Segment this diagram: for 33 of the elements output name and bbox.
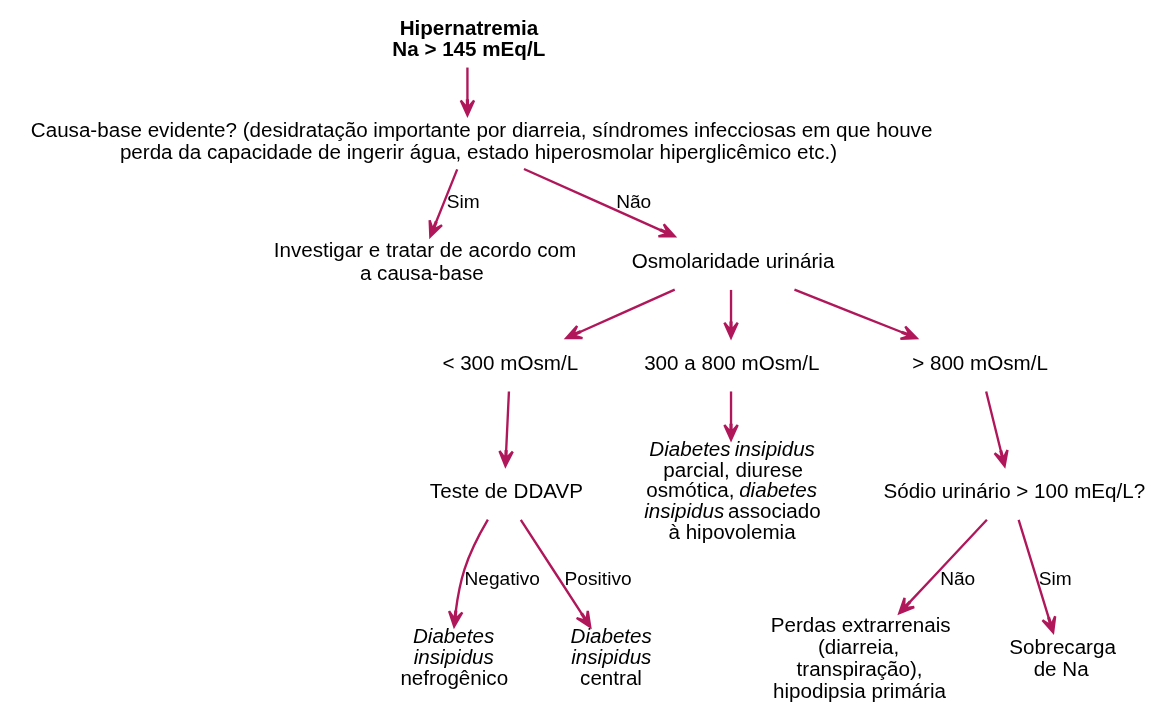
arrow xyxy=(519,519,591,628)
node-text: Teste de DDAVP xyxy=(429,479,583,503)
arrow xyxy=(459,67,475,117)
edge-label: Sim xyxy=(446,190,480,212)
arrow xyxy=(897,518,988,615)
arrow xyxy=(793,288,918,340)
edge-label: Não xyxy=(939,567,975,589)
arrow xyxy=(722,289,739,339)
node-text: > 800 mOsm/L xyxy=(911,351,1048,375)
node-text: Sobrecarga de Na xyxy=(1008,634,1116,680)
node-text: Diabetes insipidus central xyxy=(570,624,652,689)
node-text: Causa-base evidente? (desidratação importante por diarreia, síndromes infecciosas em que houve perda da capacidade de ingerir água, estado hiperosmolar hiperglicêmico etc.) xyxy=(30,117,932,163)
node-text: Investigar e tratar de acordo com a causa-base xyxy=(273,238,576,284)
arrow xyxy=(984,391,1009,468)
edge-label: Sim xyxy=(1038,567,1072,589)
node-text: Hipernatremia Na > 145 mEq/L xyxy=(391,16,545,60)
edge-label: Negativo xyxy=(463,567,540,589)
node-text: Sódio urinário > 100 mEq/L? xyxy=(882,479,1145,503)
arrow xyxy=(722,391,739,441)
edge-label: Positivo xyxy=(564,567,632,589)
arrow xyxy=(564,288,675,340)
arrow xyxy=(447,519,489,628)
arrow xyxy=(497,391,514,468)
node-text: < 300 mOsm/L xyxy=(441,351,578,375)
node-text: Diabetes insipidus nefrogênico xyxy=(399,624,508,689)
node-text: 300 a 800 mOsm/L xyxy=(643,351,819,375)
arrow xyxy=(1017,519,1056,634)
edge-label: Não xyxy=(615,190,651,212)
node-text: Diabetes insipidus parcial, diurese osmótica, diabetes insipidus associado à hipovolemia xyxy=(643,437,821,543)
arrow xyxy=(428,168,458,238)
node-text: Osmolaridade urinária xyxy=(631,249,834,273)
arrow xyxy=(523,167,676,238)
node-text: Perdas extrarrenais (diarreia, transpiração), hipodipsia primária xyxy=(770,612,951,702)
